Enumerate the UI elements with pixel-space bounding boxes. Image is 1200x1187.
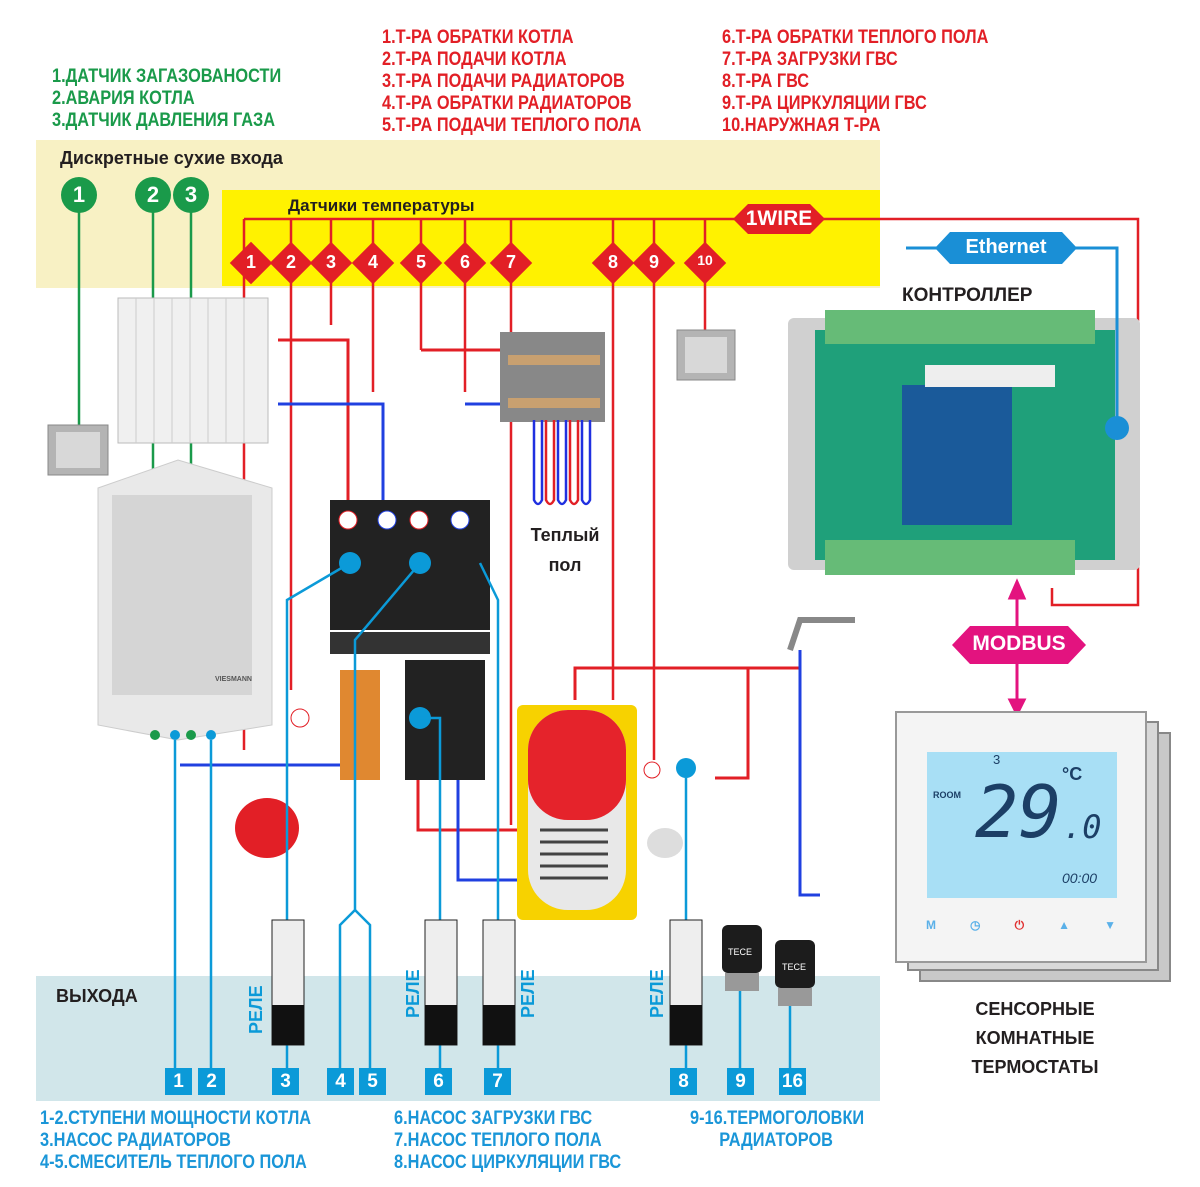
inputs-legend-item: 3.ДАТЧИК ДАВЛЕНИЯ ГАЗА xyxy=(52,110,276,131)
input-marker-3: 3 xyxy=(173,177,209,213)
outputs-legend-item: РАДИАТОРОВ xyxy=(719,1130,833,1151)
sensor-marker-label: 6 xyxy=(459,252,470,272)
sensor-marker-label: 7 xyxy=(505,252,516,272)
actuator-brand-1: TECE xyxy=(728,947,753,957)
sensors-legend-item: 10.НАРУЖНАЯ Т-РА xyxy=(722,115,881,136)
sensor-marker-label: 4 xyxy=(367,252,378,272)
sensor-marker-label: 3 xyxy=(325,252,336,272)
inputs-legend: 1.ДАТЧИК ЗАГАЗОВАНОСТИ 2.АВАРИЯ КОТЛА 3.… xyxy=(52,66,319,132)
thermostat-caption: СЕНСОРНЫЕ КОМНАТНЫЕ ТЕРМОСТАТЫ xyxy=(920,995,1150,1082)
thermostat-zone: 3 xyxy=(993,752,1001,767)
outputs-legend-item: 9-16.ТЕРМОГОЛОВКИ xyxy=(690,1108,865,1129)
sensor-marker-label: 2 xyxy=(285,252,296,272)
outputs-legend-col1: 1-2.СТУПЕНИ МОЩНОСТИ КОТЛА 3.НАСОС РАДИА… xyxy=(40,1108,355,1174)
sensor-marker-label: 1 xyxy=(245,252,256,272)
thermostat-caption-line: КОМНАТНЫЕ xyxy=(975,1028,1095,1048)
thermostat-time: 00:00 xyxy=(1062,870,1098,886)
modbus-badge xyxy=(952,626,1086,664)
modbus-label: MODBUS xyxy=(972,632,1066,655)
sensors-legend-col1: 1.Т-РА ОБРАТКИ КОТЛА 2.Т-РА ПОДАЧИ КОТЛА… xyxy=(382,27,684,137)
boiler-image xyxy=(97,459,273,741)
sensor-marker-label: 9 xyxy=(648,252,659,272)
relays xyxy=(271,919,703,1046)
sensors-legend-item: 1.Т-РА ОБРАТКИ КОТЛА xyxy=(382,27,574,48)
thermostat-temp: 29 xyxy=(975,770,1062,854)
actuator-brand-2: TECE xyxy=(782,962,807,972)
sensors-legend-item: 4.Т-РА ОБРАТКИ РАДИАТОРОВ xyxy=(382,93,632,114)
ethernet-label: Ethernet xyxy=(965,236,1047,258)
dhw-tank xyxy=(517,705,637,920)
1wire-label: 1WIRE xyxy=(745,207,813,230)
sensors-legend-item: 9.Т-РА ЦИРКУЛЯЦИИ ГВС xyxy=(722,93,927,114)
outputs-legend-item: 8.НАСОС ЦИРКУЛЯЦИИ ГВС xyxy=(394,1152,622,1173)
thermal-actuators xyxy=(722,925,815,1006)
relay-label-8: РЕЛЕ xyxy=(647,969,667,1018)
thermostat-clock-button[interactable]: ◷ xyxy=(970,918,981,932)
input-marker-1: 1 xyxy=(61,177,97,213)
radiator-image xyxy=(117,297,269,444)
inputs-legend-item: 2.АВАРИЯ КОТЛА xyxy=(52,88,195,109)
outputs-legend-item: 7.НАСОС ТЕПЛОГО ПОЛА xyxy=(394,1130,602,1151)
expansion-tank xyxy=(235,798,299,858)
output-marker-8: 8 xyxy=(670,1068,697,1095)
outputs-legend-item: 4-5.СМЕСИТЕЛЬ ТЕПЛОГО ПОЛА xyxy=(40,1152,307,1173)
thermostat-unit: °C xyxy=(1062,764,1083,784)
sensors-legend-col2: 6.Т-РА ОБРАТКИ ТЕПЛОГО ПОЛА 7.Т-РА ЗАГРУ… xyxy=(722,27,1032,137)
output-marker-1: 1 xyxy=(165,1068,192,1095)
outputs-legend-item: 6.НАСОС ЗАГРУЗКИ ГВС xyxy=(394,1108,593,1129)
inputs-legend-item: 1.ДАТЧИК ЗАГАЗОВАНОСТИ xyxy=(52,66,282,87)
inputs-band-title: Дискретные сухие входа xyxy=(60,148,283,168)
outputs-legend-col3: 9-16.ТЕРМОГОЛОВКИ РАДИАТОРОВ xyxy=(690,1108,893,1152)
thermostat-buttons: M ◷ ⏻ ▲ ▼ xyxy=(926,918,1116,933)
boiler-brand: VIESMANN xyxy=(215,676,252,683)
thermostat-down-button[interactable]: ▼ xyxy=(1104,918,1116,932)
sensor-marker-label: 8 xyxy=(607,252,618,272)
ethernet-badge xyxy=(935,232,1077,264)
pump-groups xyxy=(290,500,490,780)
output-marker-6: 6 xyxy=(425,1068,452,1095)
output-marker-5: 5 xyxy=(359,1068,386,1095)
sensors-legend-item: 6.Т-РА ОБРАТКИ ТЕПЛОГО ПОЛА xyxy=(722,27,989,48)
output-lines xyxy=(173,561,792,1068)
relay-label-6: РЕЛЕ xyxy=(403,969,423,1018)
sensors-legend-item: 7.Т-РА ЗАГРУЗКИ ГВС xyxy=(722,49,898,70)
sensors-band-title: Датчики температуры xyxy=(288,196,475,215)
sensor-marker-label: 5 xyxy=(415,252,426,272)
1wire-badge xyxy=(733,204,825,234)
output-marker-2: 2 xyxy=(198,1068,225,1095)
thermostat-temp-decimal: .0 xyxy=(1063,808,1102,846)
thermostat-stack xyxy=(895,711,1171,982)
thermostat-up-button[interactable]: ▲ xyxy=(1058,918,1071,932)
sensors-legend-item: 2.Т-РА ПОДАЧИ КОТЛА xyxy=(382,49,567,70)
output-marker-3: 3 xyxy=(272,1068,299,1095)
output-marker-16: 16 xyxy=(779,1068,806,1095)
thermostat-caption-line: СЕНСОРНЫЕ xyxy=(975,999,1095,1019)
controller-title: КОНТРОЛЛЕР xyxy=(902,285,1033,306)
relay-label-3: РЕЛЕ xyxy=(246,985,266,1034)
controller-board xyxy=(788,310,1140,575)
thermostat-caption-line: ТЕРМОСТАТЫ xyxy=(971,1057,1099,1077)
sensors-legend-item: 8.Т-РА ГВС xyxy=(722,71,810,92)
sensors-legend-item: 5.Т-РА ПОДАЧИ ТЕПЛОГО ПОЛА xyxy=(382,115,642,136)
relay-label-7: РЕЛЕ xyxy=(518,969,538,1018)
floor-heating-label: Теплый пол xyxy=(530,525,600,575)
thermostat-mode: ROOM xyxy=(933,790,961,800)
thermostat-mode-button[interactable]: M xyxy=(926,918,936,932)
outputs-band-title: ВЫХОДА xyxy=(56,986,138,1006)
floor-heating-manifold xyxy=(500,332,605,506)
outputs-legend-item: 1-2.СТУПЕНИ МОЩНОСТИ КОТЛА xyxy=(40,1108,312,1129)
sensors-legend-item: 3.Т-РА ПОДАЧИ РАДИАТОРОВ xyxy=(382,71,625,92)
output-marker-9: 9 xyxy=(727,1068,754,1095)
output-marker-7: 7 xyxy=(484,1068,511,1095)
outputs-legend-item: 3.НАСОС РАДИАТОРОВ xyxy=(40,1130,231,1151)
input-marker-2: 2 xyxy=(135,177,171,213)
thermostat-power-button[interactable]: ⏻ xyxy=(1014,918,1025,932)
outputs-legend-col2: 6.НАСОС ЗАГРУЗКИ ГВС 7.НАСОС ТЕПЛОГО ПОЛ… xyxy=(394,1108,658,1174)
sensor-marker-label: 10 xyxy=(697,252,713,268)
output-marker-4: 4 xyxy=(327,1068,354,1095)
